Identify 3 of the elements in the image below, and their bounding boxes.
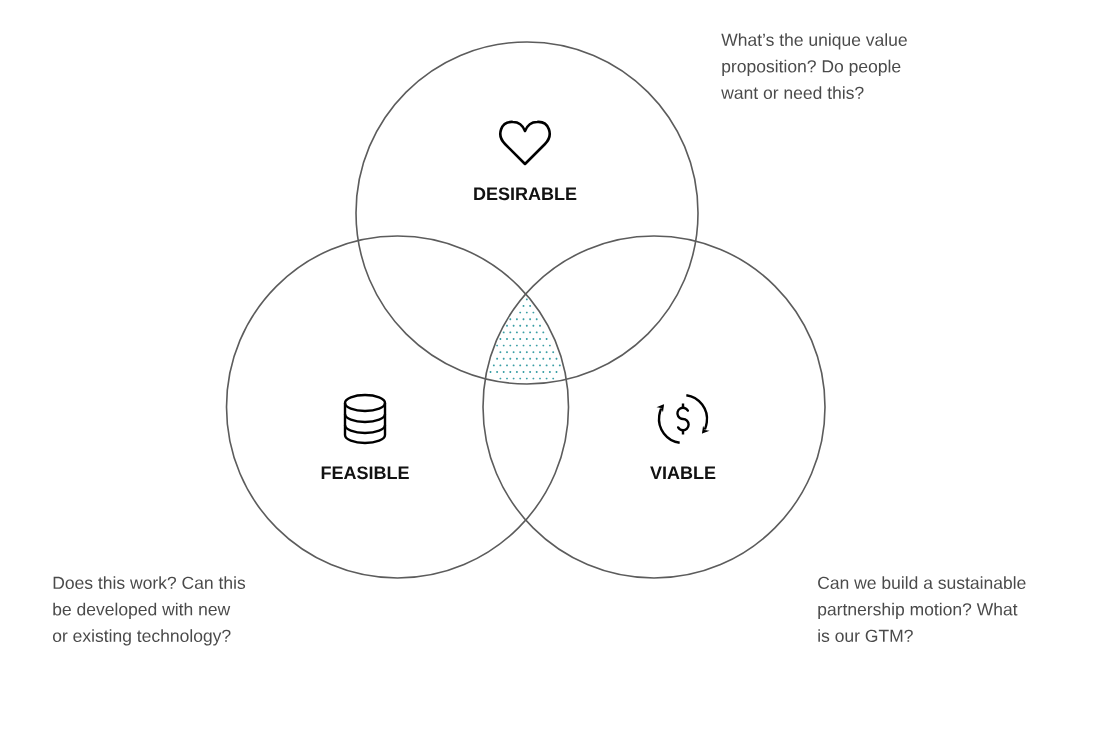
- question-text: What’s the unique value proposition? Do people want or need this?: [721, 33, 907, 100]
- question-text: Does this work? Can this be developed with new or existing technology?: [52, 576, 246, 646]
- question-text: Can we build a sustainable partnership motion? What is our GTM?: [818, 576, 1026, 643]
